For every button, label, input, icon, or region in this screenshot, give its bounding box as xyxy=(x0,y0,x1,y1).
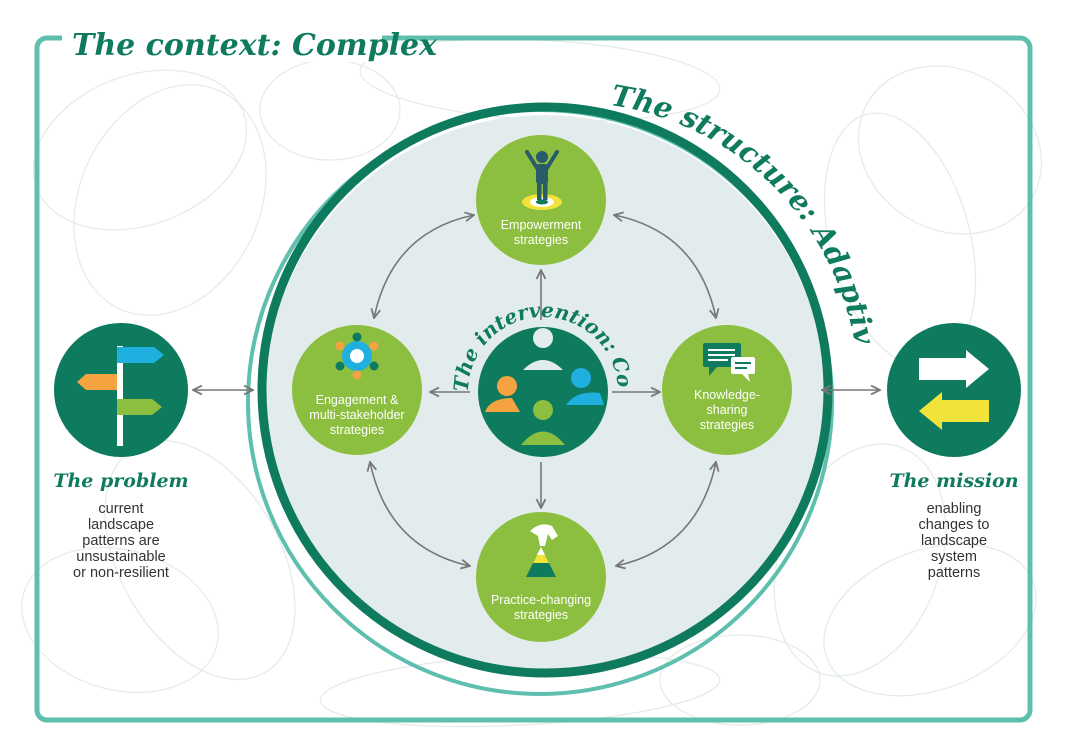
mission-line-2: changes to xyxy=(919,517,990,533)
mission-line-5: patterns xyxy=(928,565,980,581)
node-practice: Practice-changing strategies xyxy=(476,512,606,642)
connector-arrows xyxy=(193,215,880,566)
swap-arrows-icon xyxy=(919,350,989,430)
engagement-label-2: multi-stakeholder xyxy=(309,408,404,422)
hand-pyramid-icon xyxy=(526,524,558,577)
knowledge-label-1: Knowledge- xyxy=(694,388,760,402)
problem-circle xyxy=(54,323,188,457)
mission-line-4: system xyxy=(931,549,977,565)
practice-label-1: Practice-changing xyxy=(491,593,591,607)
problem-line-3: patterns are xyxy=(82,533,159,549)
engagement-label-1: Engagement & xyxy=(316,393,399,407)
node-empowerment: Empowerment strategies xyxy=(476,135,606,265)
problem-line-5: or non-resilient xyxy=(73,565,169,581)
mission-line-1: enabling xyxy=(927,501,982,517)
practice-label-2: strategies xyxy=(514,608,568,622)
mission-title: The mission xyxy=(889,470,1018,492)
node-knowledge: Knowledge- sharing strategies xyxy=(662,325,792,455)
engagement-label-3: strategies xyxy=(330,423,384,437)
problem-title: The problem xyxy=(53,470,188,492)
context-frame xyxy=(34,35,1033,723)
problem-line-1: current xyxy=(98,501,143,517)
mission-circle xyxy=(887,323,1021,457)
node-engagement: Engagement & multi-stakeholder strategie… xyxy=(292,325,422,455)
people-convene-icon xyxy=(485,328,604,445)
context-title: The context: Complex xyxy=(72,28,438,63)
problem-line-2: landscape xyxy=(88,517,154,533)
speech-bubbles-icon xyxy=(703,343,755,382)
problem-line-4: unsustainable xyxy=(76,549,166,565)
empowerment-label-2: strategies xyxy=(514,233,568,247)
mission-line-3: landscape xyxy=(921,533,987,549)
knowledge-label-3: strategies xyxy=(700,418,754,432)
signpost-icon xyxy=(77,346,164,446)
node-convene xyxy=(478,327,608,457)
person-target-icon xyxy=(522,150,562,210)
empowerment-label-1: Empowerment xyxy=(501,218,582,232)
group-network-icon xyxy=(335,332,379,380)
knowledge-label-2: sharing xyxy=(707,403,748,417)
